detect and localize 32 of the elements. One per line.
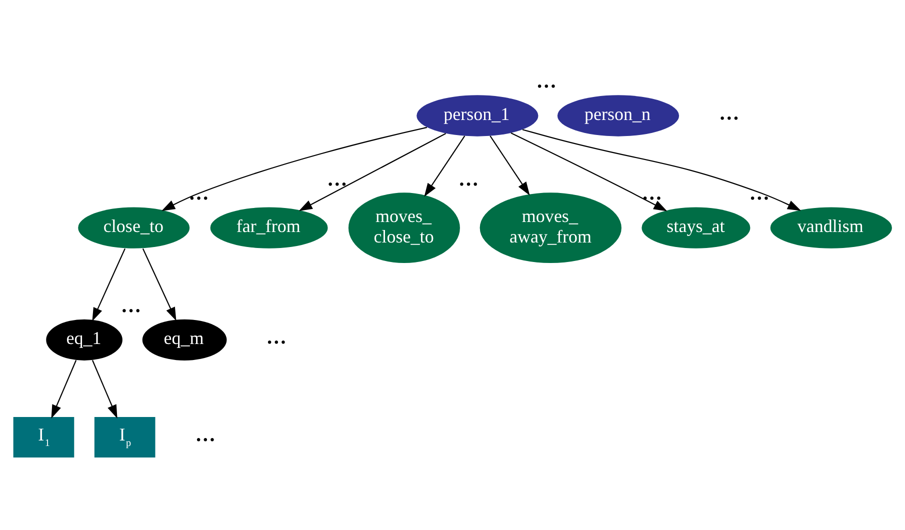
node-box: I$_{1}$ bbox=[13, 416, 74, 458]
arrow bbox=[510, 132, 668, 212]
node-ellipse: eq_1 bbox=[46, 319, 122, 360]
arrow bbox=[142, 248, 176, 321]
node-ellipse: moves_ close_to bbox=[348, 192, 460, 263]
arrow bbox=[298, 133, 446, 212]
node-ellipse: vandlism bbox=[770, 207, 892, 248]
arrow bbox=[490, 136, 530, 196]
node-label: … bbox=[458, 168, 479, 190]
label: … bbox=[719, 102, 740, 125]
arrow bbox=[162, 126, 427, 211]
node-ellipse: person_1 bbox=[416, 95, 538, 136]
arrow bbox=[92, 360, 118, 418]
node-ellipse: far_from bbox=[210, 207, 328, 248]
node-label: … bbox=[642, 182, 662, 205]
node-ellipse: moves_ away_from bbox=[480, 192, 622, 263]
node-label: … bbox=[536, 70, 557, 93]
node-label: … bbox=[188, 182, 209, 205]
node-ellipse: eq_m bbox=[142, 319, 227, 360]
arrow bbox=[522, 129, 802, 211]
arrow bbox=[424, 136, 466, 197]
node-label: … bbox=[327, 168, 348, 190]
node-label: … bbox=[749, 182, 770, 205]
label: … bbox=[195, 424, 216, 446]
node-ellipse: stays_at bbox=[642, 207, 750, 248]
node-ellipse: person_n bbox=[557, 95, 680, 136]
node-ellipse: close_to bbox=[78, 207, 190, 248]
node-label: … bbox=[120, 294, 142, 317]
label: … bbox=[266, 326, 286, 349]
arrow bbox=[92, 248, 126, 322]
node-box: I$_{p}$ bbox=[94, 416, 156, 458]
arrow bbox=[51, 360, 77, 418]
